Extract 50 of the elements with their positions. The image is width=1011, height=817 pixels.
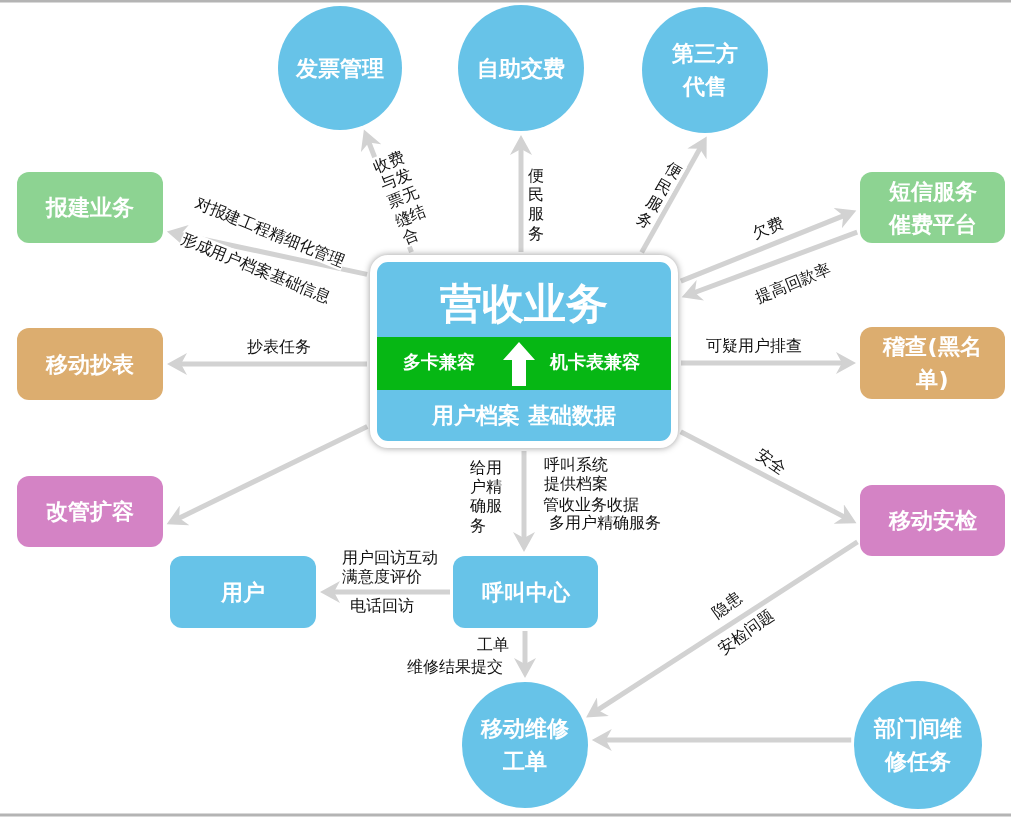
arrow [681, 229, 859, 301]
arrow [320, 581, 450, 603]
edge-label: 便民服务 [528, 165, 546, 243]
annotation-text: 多用户精确服务 [549, 513, 661, 533]
node-title: 营收业务 [439, 278, 609, 330]
edge-label: 工单 [477, 635, 509, 655]
node-subtitle: 用户档案 基础数据 [431, 402, 617, 430]
node-title: 第三方代售 [671, 40, 739, 101]
process-box [860, 327, 1005, 399]
process-box [17, 476, 163, 547]
band-text: 多卡兼容 [402, 351, 476, 374]
process-box [17, 328, 163, 400]
process-box [17, 172, 163, 243]
arrow [679, 429, 857, 524]
node-title: 部门间维修任务 [872, 715, 963, 776]
edge-label: 提高回款率 [752, 259, 834, 307]
band [377, 337, 671, 390]
node-title: 移动维修工单 [479, 715, 570, 776]
node-title: 报建业务 [46, 194, 134, 222]
edge-label: 给用户精确服务 [470, 457, 504, 535]
node-title: 稽查(黑名单) [882, 333, 983, 394]
arrow [591, 729, 852, 751]
annotation-text: 维修结果提交 [407, 657, 503, 677]
arrow [586, 539, 859, 718]
arrow [166, 424, 369, 526]
process-box [170, 556, 316, 628]
node-title: 自助交费 [477, 54, 565, 83]
node-title: 用户 [221, 578, 265, 607]
arrow [679, 207, 857, 284]
edge-label: 抄表任务 [247, 337, 311, 357]
annotation-text: 管收业务收据 [543, 495, 639, 515]
arrow [514, 631, 536, 678]
node-title: 改管扩容 [46, 498, 134, 526]
arrow [639, 136, 707, 254]
arrow [510, 135, 532, 252]
process-box [860, 172, 1005, 243]
arrow [681, 352, 856, 374]
node-title: 移动安检 [888, 507, 977, 535]
band-text: 机卡表兼容 [548, 351, 641, 374]
edge-label: 可疑用户排查 [706, 336, 802, 356]
arrow [167, 353, 367, 375]
node-title: 移动抄表 [46, 350, 134, 379]
node-title: 呼叫中心 [481, 578, 570, 607]
process-box [860, 485, 1005, 556]
node-title: 短信服务催费平台 [887, 177, 978, 239]
node-title: 发票管理 [296, 54, 384, 83]
annotation-text: 电话回访 [350, 596, 414, 616]
process-box [453, 556, 598, 628]
arrow [513, 451, 535, 552]
arrow [166, 224, 368, 277]
